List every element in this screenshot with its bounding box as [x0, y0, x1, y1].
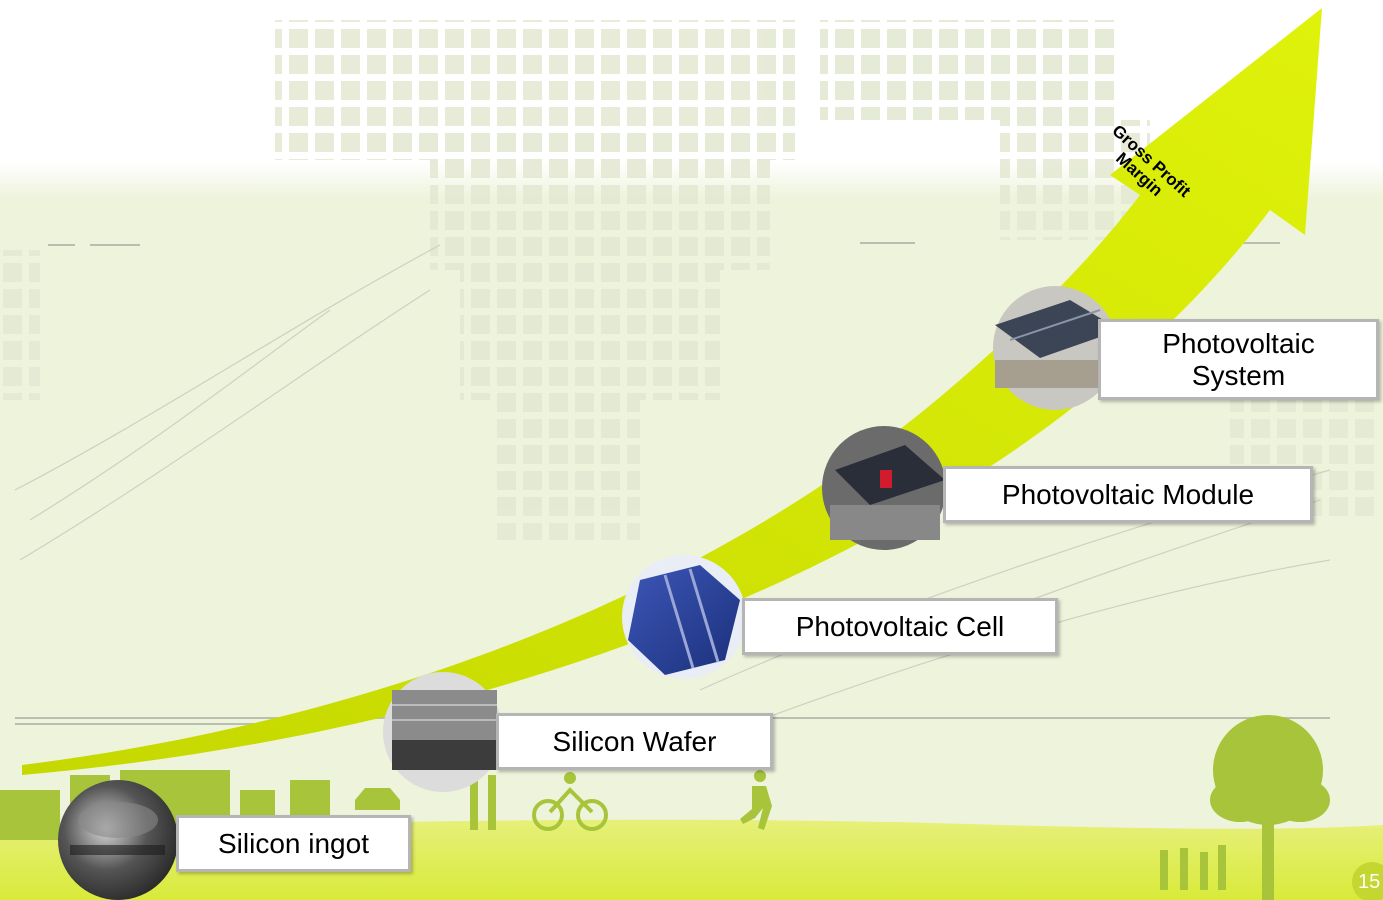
photovoltaic-module-image	[822, 426, 946, 550]
stage-label-photovoltaic-module: Photovoltaic Module	[943, 466, 1313, 523]
stage-label-silicon-ingot: Silicon ingot	[176, 815, 411, 872]
stage-label-photovoltaic-system: Photovoltaic System	[1098, 319, 1379, 400]
silicon-wafer-image	[383, 672, 503, 792]
photovoltaic-system-image	[993, 286, 1120, 410]
stage-label-photovoltaic-cell: Photovoltaic Cell	[742, 598, 1058, 655]
photovoltaic-cell-image	[622, 555, 746, 679]
stage-label-silicon-wafer: Silicon Wafer	[496, 713, 773, 770]
page-number: 15	[1352, 862, 1383, 900]
silicon-ingot-image	[58, 780, 178, 900]
